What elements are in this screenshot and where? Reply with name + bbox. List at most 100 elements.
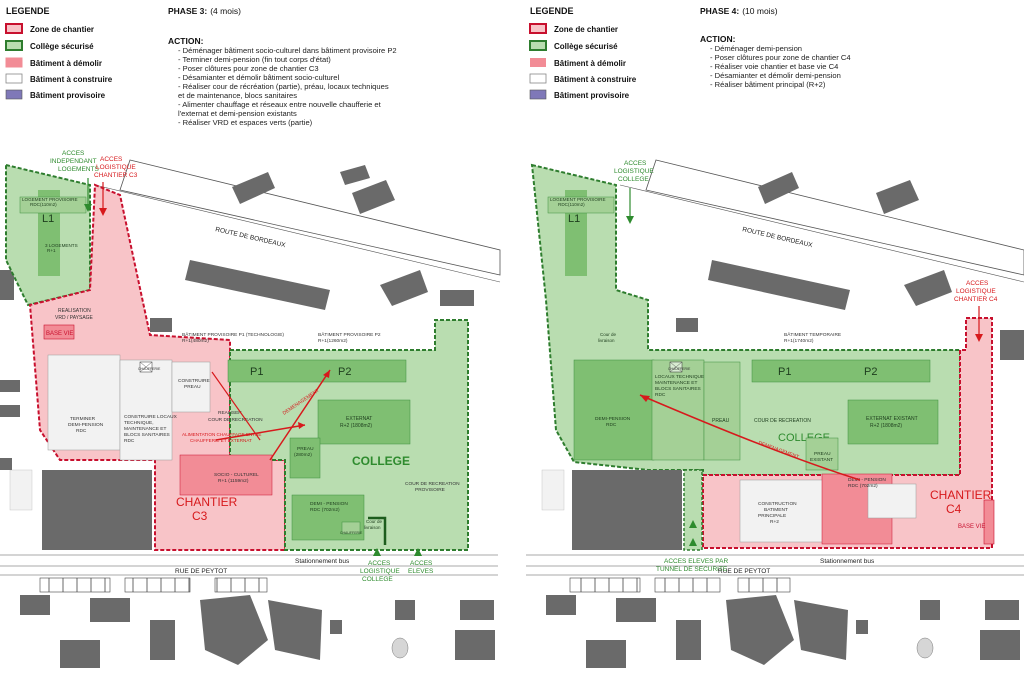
chantier-c4-label: CHANTIER — [930, 488, 992, 502]
chaufferie-arrow — [211, 371, 261, 441]
swatch-batiment-construire-right — [529, 73, 547, 84]
route-label: ROUTE DE BORDEAUX — [215, 226, 287, 249]
phase4-title: PHASE 4: — [700, 6, 739, 16]
preau-existant-block — [805, 437, 839, 471]
side-building — [9, 469, 33, 511]
route-de-bordeaux — [119, 159, 501, 276]
phase4-action: - Déménager demi-pension — [710, 44, 802, 53]
parking-row — [737, 577, 791, 593]
legend-title-right: LEGENDE — [530, 6, 574, 16]
swatch-college-securise-right — [529, 40, 547, 51]
neighbour-building — [586, 640, 626, 668]
phase3-action: et de maintenance, blocs sanitaires — [178, 91, 297, 100]
phase4-title-line: PHASE 4:(10 mois) — [700, 6, 778, 16]
p1-label: P1 — [250, 366, 263, 378]
tunnel-securite — [683, 469, 703, 551]
legend-label-zone-right: Zone de chantier — [554, 25, 618, 34]
phase3-action-list: - Déménager bâtiment socio-culturel dans… — [178, 46, 399, 127]
legend-label-college: Collège sécurisé — [30, 42, 94, 51]
phase4-action: - Réaliser bâtiment principal (R+2) — [710, 80, 826, 89]
chantier-c3-id: C3 — [192, 509, 208, 523]
side-building — [541, 469, 565, 511]
neighbour-building — [794, 600, 848, 660]
phase3-action: - Réaliser cour de récréation (partie), … — [178, 82, 389, 91]
neighbour-building — [0, 405, 20, 417]
arrow-head — [640, 395, 650, 402]
neighbour-building — [876, 180, 919, 214]
college-label: COLLEGE — [352, 454, 410, 468]
neighbour-building — [380, 270, 428, 306]
legend-label-provisoire: Bâtiment provisoire — [30, 91, 106, 100]
arrow-head — [975, 334, 983, 342]
rue-label-p4: RUE DE PEYTOT — [718, 568, 770, 575]
gymnase-building-p4 — [572, 470, 682, 550]
arrow-up-icon — [689, 538, 697, 546]
demi-pension-block-p4 — [573, 359, 655, 461]
legend-label-college-right: Collège sécurisé — [554, 42, 618, 51]
swatch-batiment-provisoire-right — [529, 89, 547, 100]
arrow-head — [84, 204, 92, 212]
swatch-zone-chantier — [5, 23, 23, 34]
neighbour-building — [150, 318, 172, 332]
phase4-duration: (10 mois) — [742, 6, 778, 16]
arrow-head — [323, 370, 330, 378]
phase3-action-title: ACTION: — [168, 36, 204, 46]
neighbour-building — [0, 380, 20, 392]
phase3-action: - Alimenter chauffage et réseaux entre n… — [178, 100, 382, 109]
phase4-action: - Désamianter et démolir demi-pension — [710, 71, 841, 80]
roundabout — [391, 637, 409, 659]
demenagement-arrow-p4 — [639, 394, 861, 481]
phase3-action: - Désamianter et démolir bâtiment socio-… — [178, 73, 340, 82]
legend-label-demolir-right: Bâtiment à démolir — [554, 59, 626, 68]
neighbour-building — [455, 630, 495, 660]
neighbour-building — [150, 620, 175, 660]
base-vie-label: BASE VIE — [46, 331, 73, 337]
neighbour-building — [726, 595, 794, 665]
phase3-action: - Réaliser VRD et espaces verts (partie) — [178, 118, 313, 127]
chantier-c4-id: C4 — [946, 502, 962, 516]
legend-label-demolir: Bâtiment à démolir — [30, 59, 102, 68]
preau-label: PREAU(280m2) — [294, 446, 314, 458]
neighbour-building — [185, 260, 330, 310]
neighbour-building — [0, 270, 14, 300]
legend-right: LEGENDE Zone de chantier Collège sécuris… — [529, 6, 637, 100]
arrow-up-icon — [689, 520, 697, 528]
neighbour-building — [395, 600, 415, 620]
chantier-c3-label: CHANTIER — [176, 495, 238, 509]
neighbour-building — [90, 598, 130, 622]
bp1-label: BÂTIMENT PROVISOIRE P1 (TECHNOLOGIE)R+1(… — [182, 331, 284, 344]
arrow-head — [298, 422, 305, 429]
neighbour-building — [856, 620, 868, 634]
neighbour-building — [920, 600, 940, 620]
phase4-header: PHASE 4:(10 mois) ACTION: - Déménager de… — [700, 6, 853, 89]
parking-row — [39, 577, 111, 593]
phase4-action-list: - Déménager demi-pension - Poser clôture… — [710, 44, 853, 89]
cour-label-p4: COUR DE RECREATION — [754, 418, 811, 424]
phase3-action: - Poser clôtures pour zone de chantier C… — [178, 64, 319, 73]
locaux-block — [119, 359, 173, 461]
temporaire-p1-p2 — [751, 359, 931, 383]
route-label-p4: ROUTE DE BORDEAUX — [742, 226, 814, 249]
parking-row — [214, 577, 268, 593]
neighbour-building — [340, 165, 370, 185]
neighbour-building — [904, 270, 952, 306]
p2-label-p4: P2 — [864, 366, 877, 378]
